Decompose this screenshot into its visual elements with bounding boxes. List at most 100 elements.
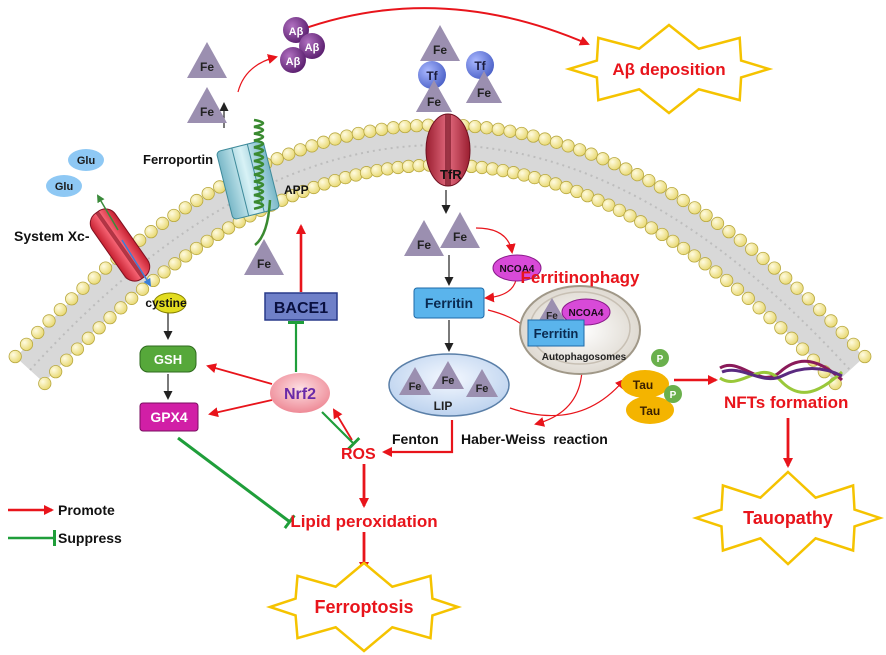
lipid-head — [59, 353, 74, 367]
lipid-head — [666, 234, 680, 248]
autophagosome-to-lip-arrow — [534, 369, 583, 427]
svg-text:Fe: Fe — [477, 86, 491, 100]
fe-triangle: Fe — [466, 71, 502, 103]
lipid-head — [665, 186, 679, 201]
svg-text:P: P — [657, 354, 664, 365]
svg-text:Promote: Promote — [58, 502, 115, 518]
svg-text:Fe: Fe — [417, 238, 431, 252]
legend-promote: Promote — [8, 502, 115, 518]
svg-text:cystine: cystine — [145, 296, 187, 310]
lipid-head — [752, 301, 766, 315]
svg-text:P: P — [670, 390, 677, 401]
lipid-head — [767, 261, 781, 275]
lipid-head — [733, 233, 747, 247]
lipid-head — [38, 376, 52, 391]
lipid-head — [801, 292, 815, 306]
lipid-head — [410, 119, 424, 133]
lipid-head — [270, 152, 284, 166]
lipid-head — [81, 331, 95, 345]
lipid-head — [398, 119, 412, 134]
ros-to-nrf2-arrow — [332, 408, 353, 441]
svg-text:Suppress: Suppress — [58, 530, 122, 546]
lipid-head — [596, 152, 610, 166]
bace1-box: BACE1 — [264, 292, 338, 321]
ncoa4-node: NCOA4 — [492, 254, 542, 282]
nft-tangles — [719, 359, 844, 394]
lipid-head — [135, 282, 150, 296]
lipid-head — [65, 292, 79, 306]
svg-text:Fe: Fe — [433, 43, 447, 57]
svg-text:LIP: LIP — [434, 399, 453, 413]
app-protein — [253, 118, 272, 246]
lipid-head — [491, 122, 505, 136]
lipid-head — [155, 216, 170, 230]
lipid-head — [144, 225, 158, 239]
svg-text:Tau: Tau — [633, 378, 653, 392]
lipid-head — [87, 271, 101, 285]
lipid-head — [653, 180, 667, 194]
fe-triangle: Fe — [440, 212, 480, 248]
svg-text:Fe: Fe — [427, 95, 441, 109]
lipid-head — [602, 198, 616, 212]
lipid-head — [688, 201, 702, 215]
lipid-head — [125, 291, 139, 305]
svg-text:Ferritin: Ferritin — [534, 326, 579, 341]
lipid-head — [720, 273, 734, 288]
lipid-head — [756, 251, 770, 266]
abeta-deposition-star: Aβ deposition — [564, 23, 774, 115]
lipid-head — [607, 157, 621, 171]
lipid-head — [549, 135, 564, 149]
lipid-peroxidation-label: Lipid peroxidation — [290, 512, 437, 531]
lipid-head — [676, 241, 691, 256]
lipid-head — [305, 139, 319, 153]
nrf2-suppress-ros — [321, 411, 361, 451]
lipid-head — [167, 208, 181, 223]
svg-text:GSH: GSH — [154, 352, 182, 367]
lipid-head — [179, 249, 193, 263]
ros-label: ROS — [341, 446, 376, 463]
svg-text:Tf: Tf — [474, 59, 486, 73]
lipid-heads-inner — [8, 118, 872, 364]
lipid-head — [76, 281, 90, 295]
abeta-to-deposition-arrow — [299, 7, 590, 46]
nrf2-node: Nrf2 — [270, 373, 330, 413]
autophagosome: Fe NCOA4 Ferritin Autophagosomes — [519, 285, 641, 375]
svg-text:Fe: Fe — [200, 105, 214, 119]
svg-text:Fe: Fe — [200, 60, 214, 74]
lipid-head — [774, 321, 788, 335]
lipid-head — [526, 129, 540, 143]
lipid-head — [591, 193, 605, 207]
svg-text:Fe: Fe — [453, 230, 467, 244]
lipid-head — [363, 124, 377, 138]
svg-text:Aβ deposition: Aβ deposition — [612, 60, 725, 79]
glu-export-arrow — [96, 194, 119, 231]
lipid-head — [293, 143, 307, 157]
svg-text:Tf: Tf — [426, 69, 438, 83]
fe-triangle: Fe — [244, 239, 284, 275]
app-to-abeta-arrow — [237, 54, 278, 93]
tf-circle: Tf — [466, 51, 494, 79]
tfr-label: TfR — [440, 167, 462, 182]
tau-cluster: P P Tau Tau — [621, 349, 682, 424]
lipid-head — [655, 227, 669, 242]
fe-triangle: Fe — [404, 220, 444, 256]
lipid-head — [745, 242, 759, 256]
lipid-head — [19, 337, 34, 351]
gpx4-suppress-lipid-peroxidation — [177, 436, 296, 529]
system-xc-label: System Xc- — [14, 228, 90, 244]
svg-text:Fe: Fe — [476, 383, 489, 395]
ferritin-box: Ferritin — [413, 287, 485, 319]
lipid-head — [741, 291, 755, 305]
lip-pool: Fe Fe Fe LIP — [388, 353, 510, 417]
lipid-head — [480, 121, 494, 135]
svg-text:Nrf2: Nrf2 — [284, 386, 316, 403]
lipid-head — [316, 135, 331, 149]
abeta-cluster: Aβ Aβ Aβ — [280, 17, 325, 73]
svg-text:Aβ: Aβ — [286, 56, 301, 68]
lipid-head — [189, 241, 204, 256]
lipid-head — [676, 193, 690, 208]
lipid-head — [779, 271, 793, 285]
lipid-head — [515, 126, 529, 141]
lipid-head — [612, 203, 626, 217]
fenton-label: Fenton — [392, 431, 439, 447]
